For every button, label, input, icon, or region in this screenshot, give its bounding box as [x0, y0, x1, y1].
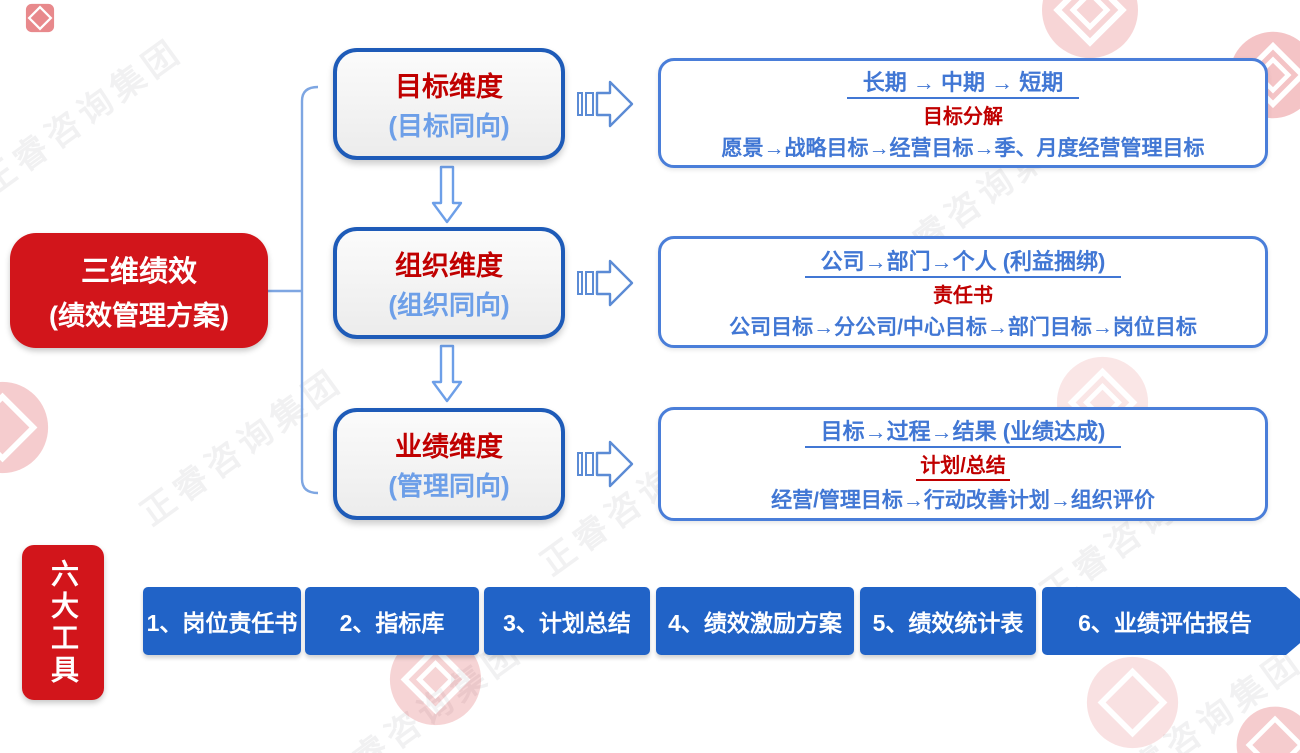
tool-item-5: 5、绩效统计表	[860, 587, 1036, 655]
dimension-title: 业绩维度	[395, 432, 503, 462]
tool-item-2: 2、指标库	[305, 587, 479, 655]
zhengrui-logo-watermark-icon	[0, 381, 49, 474]
detail-node-performance: 目标→过程→结果 (业绩达成) 计划/总结 经营/管理目标→行动改善计划→组织评…	[658, 407, 1268, 521]
detail-keyword: 目标分解	[923, 105, 1003, 128]
detail-keyword: 计划/总结	[916, 449, 1010, 481]
zhengrui-logo-watermark-icon	[25, 3, 55, 33]
detail-flow-line: 目标→过程→结果 (业绩达成)	[804, 414, 1122, 448]
six-tools-label: 六大工具	[22, 545, 104, 700]
detail-flow-line: 公司→部门→个人 (利益捆绑)	[804, 244, 1122, 278]
down-arrow-icon	[431, 344, 463, 403]
zhengrui-logo-watermark-icon	[1042, 0, 1138, 58]
detail-chain-line: 公司目标→分公司/中心目标→部门目标→岗位目标	[729, 315, 1197, 339]
tool-item-4: 4、绩效激励方案	[656, 587, 854, 655]
bracket-connector	[268, 85, 319, 495]
zhengrui-logo-watermark-icon	[1086, 656, 1179, 749]
root-node-three-dimension-performance: 三维绩效 (绩效管理方案)	[10, 233, 268, 348]
dimension-title: 目标维度	[395, 72, 503, 102]
dimension-subtitle: (组织同向)	[388, 290, 510, 320]
dimension-subtitle: (管理同向)	[388, 471, 510, 501]
detail-node-goal: 长期 → 中期 → 短期 目标分解 愿景→战略目标→经营目标→季、月度经营管理目…	[658, 58, 1268, 168]
watermark-text: 正睿咨询集团	[133, 361, 351, 534]
zhengrui-logo-watermark-icon	[1236, 706, 1300, 753]
root-subtitle: (绩效管理方案)	[49, 301, 229, 331]
detail-chain-line: 愿景→战略目标→经营目标→季、月度经营管理目标	[721, 136, 1205, 160]
tool-item-1: 1、岗位责任书	[143, 587, 301, 655]
dimension-subtitle: (目标同向)	[388, 111, 510, 141]
dimension-node-organization: 组织维度 (组织同向)	[333, 227, 565, 339]
root-title: 三维绩效	[80, 256, 197, 288]
right-arrow-icon	[577, 440, 634, 488]
detail-flow-line: 长期 → 中期 → 短期	[846, 65, 1080, 99]
tool-item-3: 3、计划总结	[484, 587, 650, 655]
dimension-title: 组织维度	[395, 251, 503, 281]
detail-chain-line: 经营/管理目标→行动改善计划→组织评价	[771, 489, 1155, 512]
detail-node-organization: 公司→部门→个人 (利益捆绑) 责任书 公司目标→分公司/中心目标→部门目标→岗…	[658, 236, 1268, 348]
right-arrow-icon	[577, 80, 634, 128]
down-arrow-icon	[431, 165, 463, 224]
tool-item-6: 6、业绩评估报告	[1042, 587, 1300, 655]
dimension-node-performance: 业绩维度 (管理同向)	[333, 408, 565, 520]
watermark-text: 正睿咨询集团	[0, 31, 191, 204]
right-arrow-icon	[577, 259, 634, 307]
detail-keyword: 责任书	[933, 284, 993, 307]
dimension-node-goal: 目标维度 (目标同向)	[333, 48, 565, 160]
